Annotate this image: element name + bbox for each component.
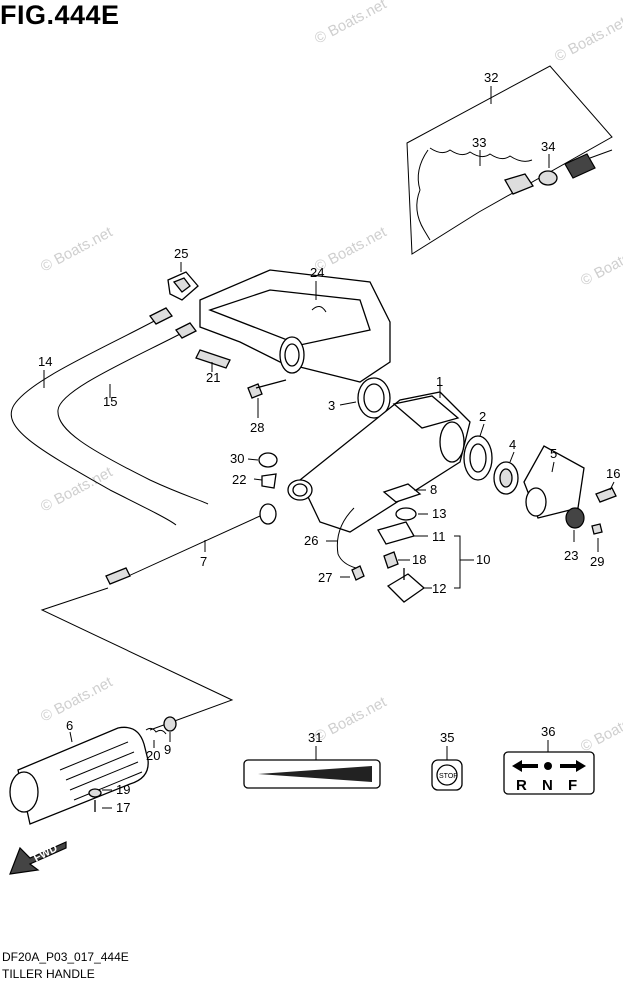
callout-14: 14 [38,354,52,369]
callout-13: 13 [432,506,446,521]
friction-parts [377,483,474,603]
fwd-label: FWD [32,842,60,864]
callout-24: 24 [310,265,324,280]
handle-bracket [199,269,391,383]
callout-labels: 32 33 34 25 24 14 21 15 1 3 28 2 4 5 30 … [38,70,620,815]
grip [9,726,149,825]
callout-6: 6 [66,718,73,733]
callout-30: 30 [230,451,244,466]
callout-18: 18 [412,552,426,567]
callout-16: 16 [606,466,620,481]
callout-32: 32 [484,70,498,85]
callout-7: 7 [200,554,207,569]
callout-2: 2 [479,409,486,424]
callout-22: 22 [232,472,246,487]
fwd-arrow-icon: FWD [9,841,67,875]
clips [247,452,278,489]
callout-17: 17 [116,800,130,815]
callout-25: 25 [174,246,188,261]
stop-label: STOP [439,773,458,780]
diagram-name: TILLER HANDLE [2,967,95,981]
callout-9: 9 [164,742,171,757]
callout-35: 35 [440,730,454,745]
watermark: © Boats.net [312,0,390,48]
callout-34: 34 [541,139,555,154]
callout-23: 23 [564,548,578,563]
callout-31: 31 [308,730,322,745]
callout-33: 33 [472,135,486,150]
assembly-line [40,587,234,731]
callout-19: 19 [116,782,130,797]
tiller-arm [287,384,471,533]
wire-clip [326,507,365,581]
callout-36: 36 [541,724,555,739]
figure-title: FIG.444E [0,0,120,30]
throttle-shaft [105,503,277,585]
callout-29: 29 [590,554,604,569]
small-hardware [88,716,177,812]
watermark: © Boats.net [552,13,623,65]
callout-3: 3 [328,398,335,413]
grommet [167,262,199,301]
lanyard-box [406,65,613,255]
callout-10: 10 [476,552,490,567]
watermark: © Boats.net [578,237,623,289]
callout-28: 28 [250,420,264,435]
callout-15: 15 [103,394,117,409]
diagram-code: DF20A_P03_017_444E [2,950,129,964]
callout-20: 20 [146,748,160,763]
shift-r: R [516,777,527,794]
watermarks: © Boats.net © Boats.net © Boats.net © Bo… [38,0,623,756]
pin-and-bolt [195,349,287,418]
watermark: © Boats.net [38,673,116,725]
callout-5: 5 [550,446,557,461]
callout-11: 11 [432,529,446,544]
callout-4: 4 [509,437,516,452]
stop-decal: STOP [431,746,463,791]
callout-1: 1 [436,374,443,389]
right-parts [463,423,617,552]
callout-27: 27 [318,570,332,585]
callout-26: 26 [304,533,318,548]
watermark: © Boats.net [38,223,116,275]
callout-8: 8 [430,482,437,497]
ring [339,377,391,419]
shift-n: N [542,777,553,794]
throttle-cables [10,307,209,526]
shift-decal: R N F [503,740,595,795]
watermark: © Boats.net [578,703,623,755]
callout-12: 12 [432,581,446,596]
callout-21: 21 [206,370,220,385]
decal-31 [243,746,381,789]
watermark: © Boats.net [312,693,390,745]
shift-f: F [568,777,577,794]
